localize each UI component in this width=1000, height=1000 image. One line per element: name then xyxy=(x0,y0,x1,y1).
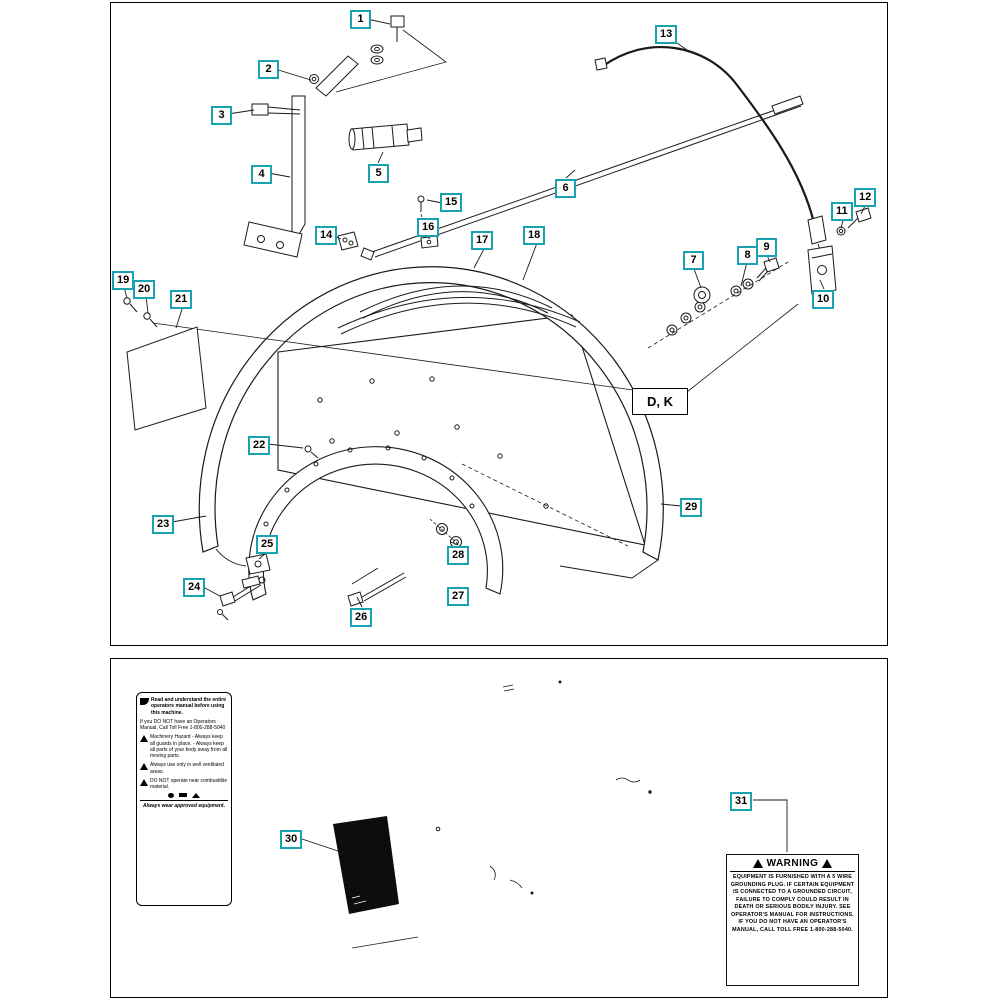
callout-17: 17 xyxy=(471,231,494,250)
callout-16: 16 xyxy=(417,218,440,237)
callout-12: 12 xyxy=(854,188,877,207)
rod-and-cable-artwork xyxy=(337,45,827,261)
callout-26: 26 xyxy=(350,608,373,627)
right-hardware-artwork xyxy=(647,207,872,349)
warning-header: WARNING xyxy=(730,857,855,872)
warning-body-text: EQUIPMENT IS FURNISHED WITH A 5 WIRE GRO… xyxy=(730,874,855,933)
safety-instructions-label: Read and understand the entire operators… xyxy=(136,692,232,906)
safety-text-6: Always wear approved equipment. xyxy=(140,800,228,809)
callout-4: 4 xyxy=(251,165,272,184)
safety-row: DO NOT operate near combustible material… xyxy=(140,778,228,791)
callout-29: 29 xyxy=(680,498,703,517)
callout-28: 28 xyxy=(447,546,470,565)
boot-icon xyxy=(192,793,200,799)
callout-25: 25 xyxy=(256,535,279,554)
callout-21: 21 xyxy=(170,290,193,309)
dk-variant-label: D, K xyxy=(632,388,688,415)
goggles-icon xyxy=(168,793,174,799)
blade-guard-artwork xyxy=(152,266,799,601)
callout-9: 9 xyxy=(756,238,777,257)
callout-24: 24 xyxy=(183,578,206,597)
warning-triangle-icon xyxy=(140,763,148,771)
ear-protection-icon xyxy=(179,793,187,798)
callout-1: 1 xyxy=(350,10,371,29)
callout-3: 3 xyxy=(211,106,232,125)
warning-title: WARNING xyxy=(766,858,819,869)
safety-text-3: Machinery Hazard - Always keep all guard… xyxy=(150,734,228,759)
warning-triangle-icon xyxy=(822,859,833,868)
ppe-icons xyxy=(140,793,228,799)
callout-6: 6 xyxy=(555,179,576,198)
bracket-assembly-artwork xyxy=(243,15,447,258)
callout-31: 31 xyxy=(730,792,753,811)
safety-row: Machinery Hazard - Always keep all guard… xyxy=(140,734,228,759)
safety-text-1: Read and understand the entire operators… xyxy=(151,697,227,716)
safety-row: Read and understand the entire operators… xyxy=(140,697,228,716)
callout-7: 7 xyxy=(683,251,704,270)
callout-2: 2 xyxy=(258,60,279,79)
callout-20: 20 xyxy=(133,280,156,299)
safety-row: Always use only in well ventilated areas… xyxy=(140,762,228,775)
callout-14: 14 xyxy=(315,226,338,245)
callout-30: 30 xyxy=(280,830,303,849)
callout-10: 10 xyxy=(812,290,835,309)
callout-18: 18 xyxy=(523,226,546,245)
callout-22: 22 xyxy=(248,436,271,455)
callout-19: 19 xyxy=(112,271,135,290)
safety-text-2: If you DO NOT have an Operators Manual, … xyxy=(140,718,226,731)
warning-triangle-icon xyxy=(140,778,148,786)
black-warning-label xyxy=(333,816,399,914)
callout-15: 15 xyxy=(440,193,463,212)
safety-text-5: DO NOT operate near combustible material… xyxy=(150,777,228,790)
grounding-warning-label: WARNING EQUIPMENT IS FURNISHED WITH A 5 … xyxy=(726,854,859,986)
bottom-panel-artwork xyxy=(333,680,652,949)
callout-11: 11 xyxy=(831,202,853,221)
manual-icon xyxy=(140,698,149,705)
warning-triangle-icon xyxy=(752,859,763,868)
callout-23: 23 xyxy=(152,515,175,534)
callout-13: 13 xyxy=(655,25,678,44)
callout-8: 8 xyxy=(737,246,758,265)
safety-text-4: Always use only in well ventilated areas… xyxy=(150,762,224,775)
callout-27: 27 xyxy=(447,587,470,606)
callout-5: 5 xyxy=(368,164,389,183)
safety-row: If you DO NOT have an Operators Manual, … xyxy=(140,719,228,732)
warning-triangle-icon xyxy=(140,735,148,743)
